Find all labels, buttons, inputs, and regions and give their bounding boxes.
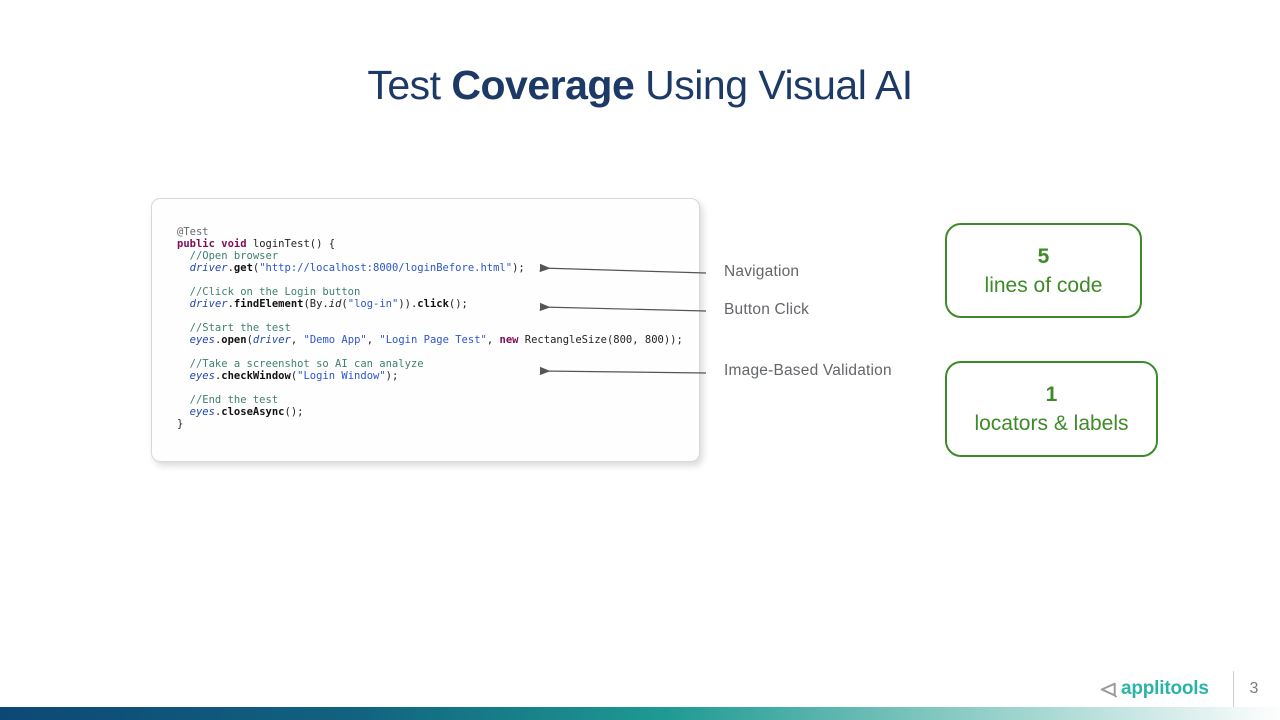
badge-locators-labels-label: locators & labels xyxy=(974,412,1129,435)
code-line xyxy=(177,310,683,322)
code-line: //Open browser xyxy=(177,250,279,262)
badge-lines-of-code-value: 5 xyxy=(1037,244,1050,268)
badge-lines-of-code: 5 lines of code xyxy=(945,223,1142,318)
title-part-bold: Coverage xyxy=(451,62,635,108)
page-title: Test Coverage Using Visual AI xyxy=(0,60,1280,110)
footer-divider xyxy=(1233,671,1234,707)
code-line xyxy=(177,346,683,358)
badge-locators-labels: 1 locators & labels xyxy=(945,361,1158,457)
page-number: 3 xyxy=(1249,680,1259,697)
code-line: //Take a screenshot so AI can analyze xyxy=(177,358,424,370)
code-line: } xyxy=(177,418,184,430)
code-line: //End the test xyxy=(177,394,279,406)
code-line: //Click on the Login button xyxy=(177,286,361,298)
code-line: driver.findElement(By.id("log-in")).clic… xyxy=(189,298,468,310)
annotation-label-button-click: Button Click xyxy=(724,301,810,318)
badge-lines-of-code-label: lines of code xyxy=(984,273,1103,297)
code-line xyxy=(177,382,683,394)
badge-locators-labels-value: 1 xyxy=(1045,383,1058,406)
code-line: @Test xyxy=(177,226,209,238)
code-line: public void loginTest() { xyxy=(177,238,336,250)
annotation-label-image-validation: Image-Based Validation xyxy=(724,362,892,379)
code-line: //Start the test xyxy=(177,322,291,334)
title-part-3: Using Visual AI xyxy=(634,62,913,108)
code-line: eyes.open(driver, "Demo App", "Login Pag… xyxy=(189,334,683,346)
title-part-1: Test xyxy=(367,62,452,108)
annotation-label-navigation: Navigation xyxy=(724,263,800,280)
code-line: eyes.checkWindow("Login Window"); xyxy=(189,370,399,382)
code-line: eyes.closeAsync(); xyxy=(189,406,304,418)
bottom-gradient-bar xyxy=(0,707,1280,720)
applitools-logo-icon xyxy=(1100,682,1117,698)
code-line xyxy=(177,274,683,286)
code-line: driver.get("http://localhost:8000/loginB… xyxy=(189,262,525,274)
applitools-wordmark: applitools xyxy=(1121,678,1209,699)
